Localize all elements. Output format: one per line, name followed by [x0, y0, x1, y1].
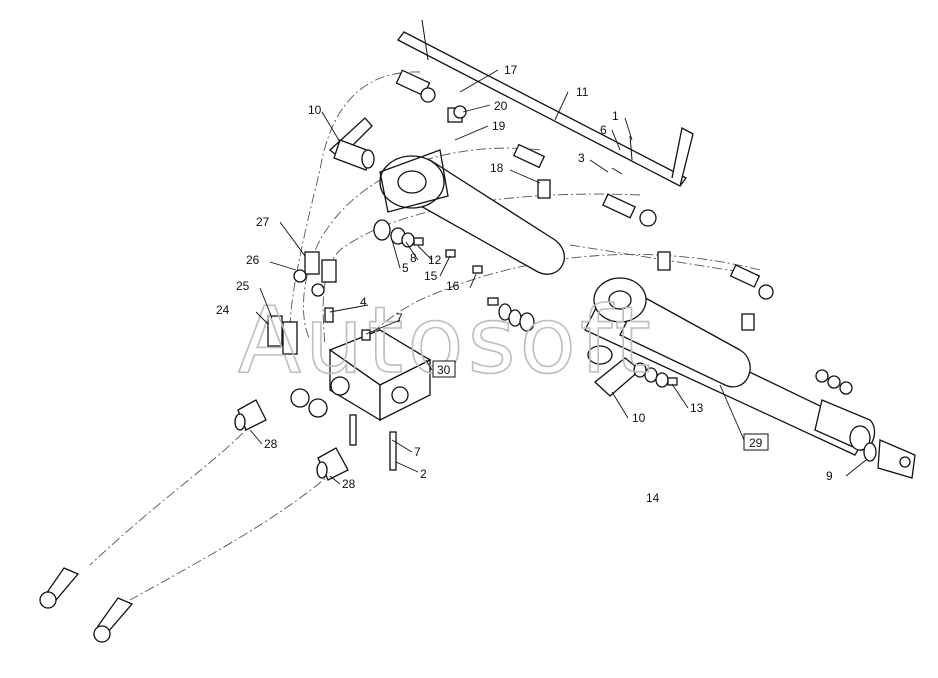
adapters — [267, 251, 337, 355]
hose-couplings — [234, 399, 349, 481]
callout-label: 29 — [749, 436, 763, 450]
callout-label: 10 — [308, 103, 322, 117]
callout-labels: 17 11 20 10 1 6 19 3 18 27 5 8 12 26 15 … — [216, 63, 833, 491]
callout-label: 13 — [690, 401, 704, 415]
callout-label: 7 — [396, 311, 403, 325]
pin-upper — [329, 117, 375, 171]
seal-rings — [373, 219, 853, 395]
watermark: Autosoft — [238, 287, 655, 394]
callout-label: 19 — [492, 119, 506, 133]
cylinder-lower — [584, 277, 876, 456]
callout-box — [432, 360, 456, 378]
callout-label: 4 — [360, 295, 367, 309]
callout-label: 17 — [504, 63, 518, 77]
hose-paths — [89, 71, 761, 601]
leader-lines — [249, 69, 867, 485]
callout-label: 10 — [632, 411, 646, 425]
callout-label: 9 — [826, 469, 833, 483]
callout-label: 27 — [256, 215, 270, 229]
callout-label: 26 — [246, 253, 260, 267]
bracket-rod — [397, 19, 694, 187]
callout-label: 7 — [414, 445, 421, 459]
callout-label: 6 — [600, 123, 607, 137]
callout-label: 8 — [410, 251, 417, 265]
valve-block — [290, 329, 432, 471]
small-parts — [324, 237, 678, 386]
callout-label: 11 — [576, 85, 589, 99]
callout-label: 20 — [494, 99, 508, 113]
callout-box — [743, 433, 769, 451]
callout-label: 28 — [342, 477, 356, 491]
callout-label: 24 — [216, 303, 230, 317]
callout-label: 2 — [420, 467, 427, 481]
callout-label: 3 — [578, 151, 585, 165]
cylinder-upper — [379, 149, 566, 275]
callout-label: 1 — [612, 109, 619, 123]
fittings — [395, 69, 774, 331]
callout-label: 28 — [264, 437, 278, 451]
clevis-end — [863, 439, 916, 479]
callout-label: 25 — [236, 279, 250, 293]
sheet-number: 14 — [646, 491, 660, 505]
callout-label: 5 — [402, 261, 409, 275]
callout-label: 12 — [428, 253, 442, 267]
callout-label: 18 — [490, 161, 504, 175]
callout-label: 30 — [437, 363, 451, 377]
hose-ends — [39, 567, 134, 643]
callout-label: 16 — [446, 279, 460, 293]
callout-label: 15 — [424, 269, 438, 283]
